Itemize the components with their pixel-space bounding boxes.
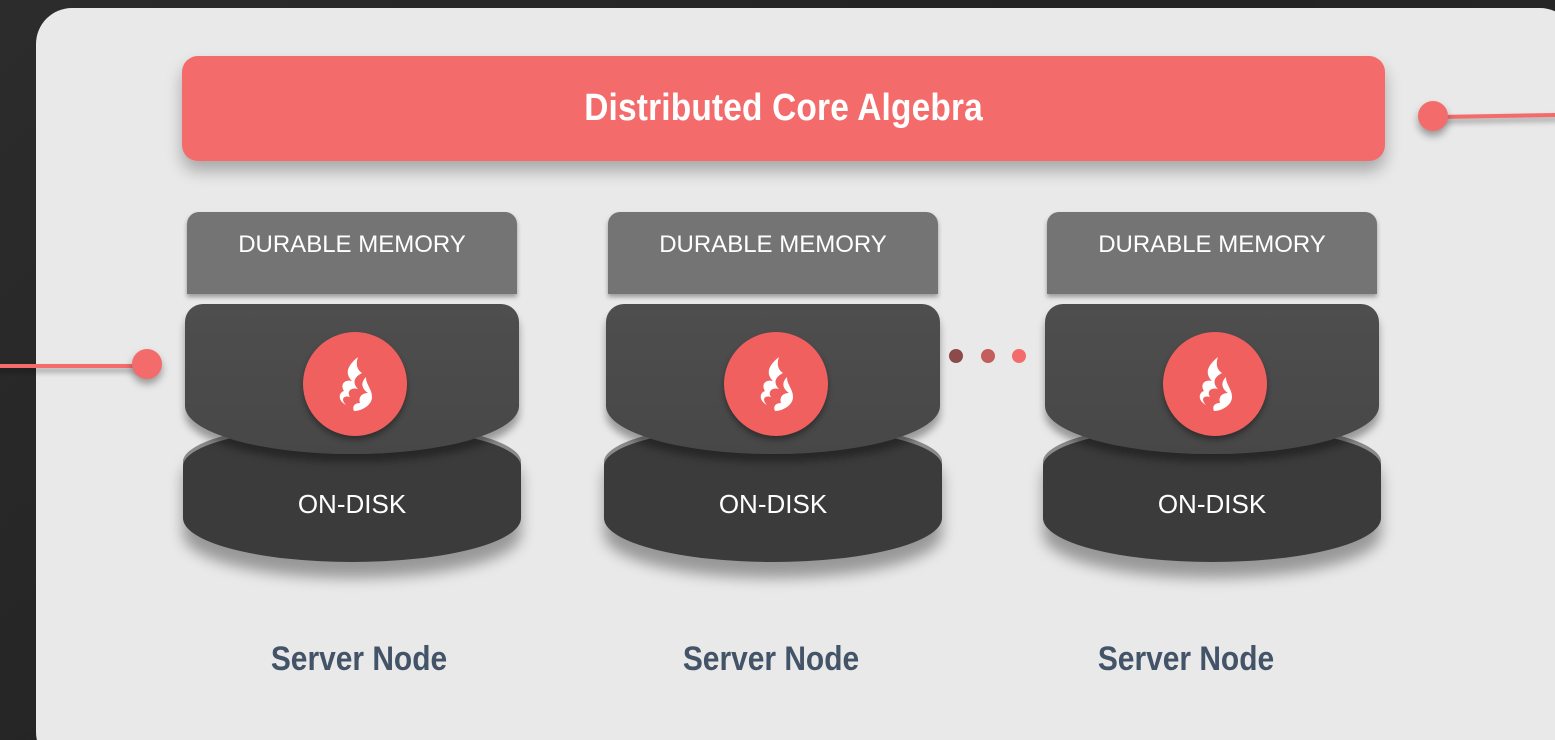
ellipsis-dot (981, 349, 995, 363)
connector-line-left (0, 364, 148, 368)
ellipsis-dot (1012, 349, 1026, 363)
on-disk-label: ON-DISK (718, 488, 828, 519)
durable-memory-block: DURABLE MEMORY (608, 212, 938, 294)
server-node-label: Server Node (1097, 640, 1275, 678)
connector-dot-left (132, 349, 162, 379)
durable-memory-label: DURABLE MEMORY (1098, 231, 1326, 258)
server-node-1: DURABLE MEMORY ON-DISK (183, 212, 521, 572)
durable-memory-label: DURABLE MEMORY (659, 231, 887, 258)
ellipsis-dot (949, 349, 963, 363)
flame-icon (724, 332, 828, 436)
core-title-bar: Distributed Core Algebra (182, 56, 1385, 161)
server-node-3: DURABLE MEMORY ON-DISK (1043, 212, 1381, 572)
on-disk-label: ON-DISK (297, 488, 407, 519)
server-node-label: Server Node (270, 640, 448, 678)
flame-icon (1163, 332, 1267, 436)
connector-dot-right (1418, 101, 1448, 131)
flame-icon (303, 332, 407, 436)
durable-memory-label: DURABLE MEMORY (238, 231, 466, 258)
on-disk-label: ON-DISK (1157, 488, 1267, 519)
server-node-label: Server Node (682, 640, 860, 678)
durable-memory-block: DURABLE MEMORY (187, 212, 517, 294)
on-disk-block: ON-DISK (1043, 422, 1381, 562)
core-title: Distributed Core Algebra (584, 87, 983, 129)
server-node-2: DURABLE MEMORY ON-DISK (604, 212, 942, 572)
durable-memory-block: DURABLE MEMORY (1047, 212, 1377, 294)
